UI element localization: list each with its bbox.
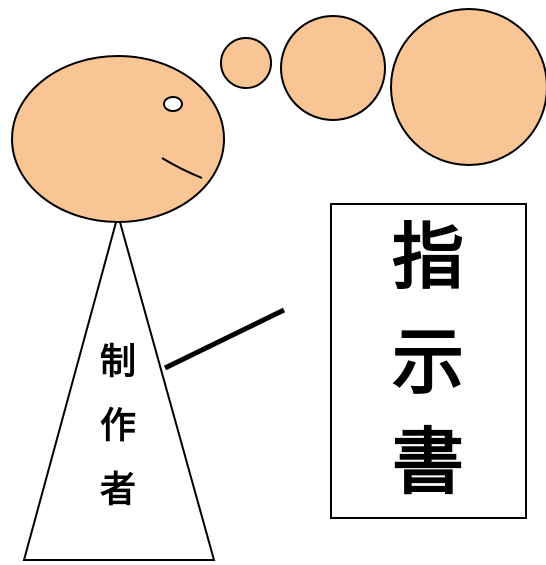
creator-label-char-3: 者	[100, 470, 136, 511]
document-label-char-1: 指	[392, 215, 464, 299]
figure-head	[11, 55, 225, 223]
document-label-char-3: 書	[392, 420, 464, 504]
figure-smile	[161, 157, 203, 179]
thought-bubble-medium	[280, 15, 386, 121]
figure-body-triangle	[22, 211, 216, 561]
thought-bubble-small	[220, 37, 272, 89]
thought-bubble-large	[390, 8, 546, 166]
document-label-char-2: 示	[392, 320, 464, 404]
figure-eye	[163, 96, 183, 112]
figure-arm	[163, 307, 286, 371]
instruction-document-box	[330, 203, 527, 519]
creator-label-char-2: 作	[100, 406, 136, 447]
creator-label-char-1: 制	[100, 342, 136, 383]
